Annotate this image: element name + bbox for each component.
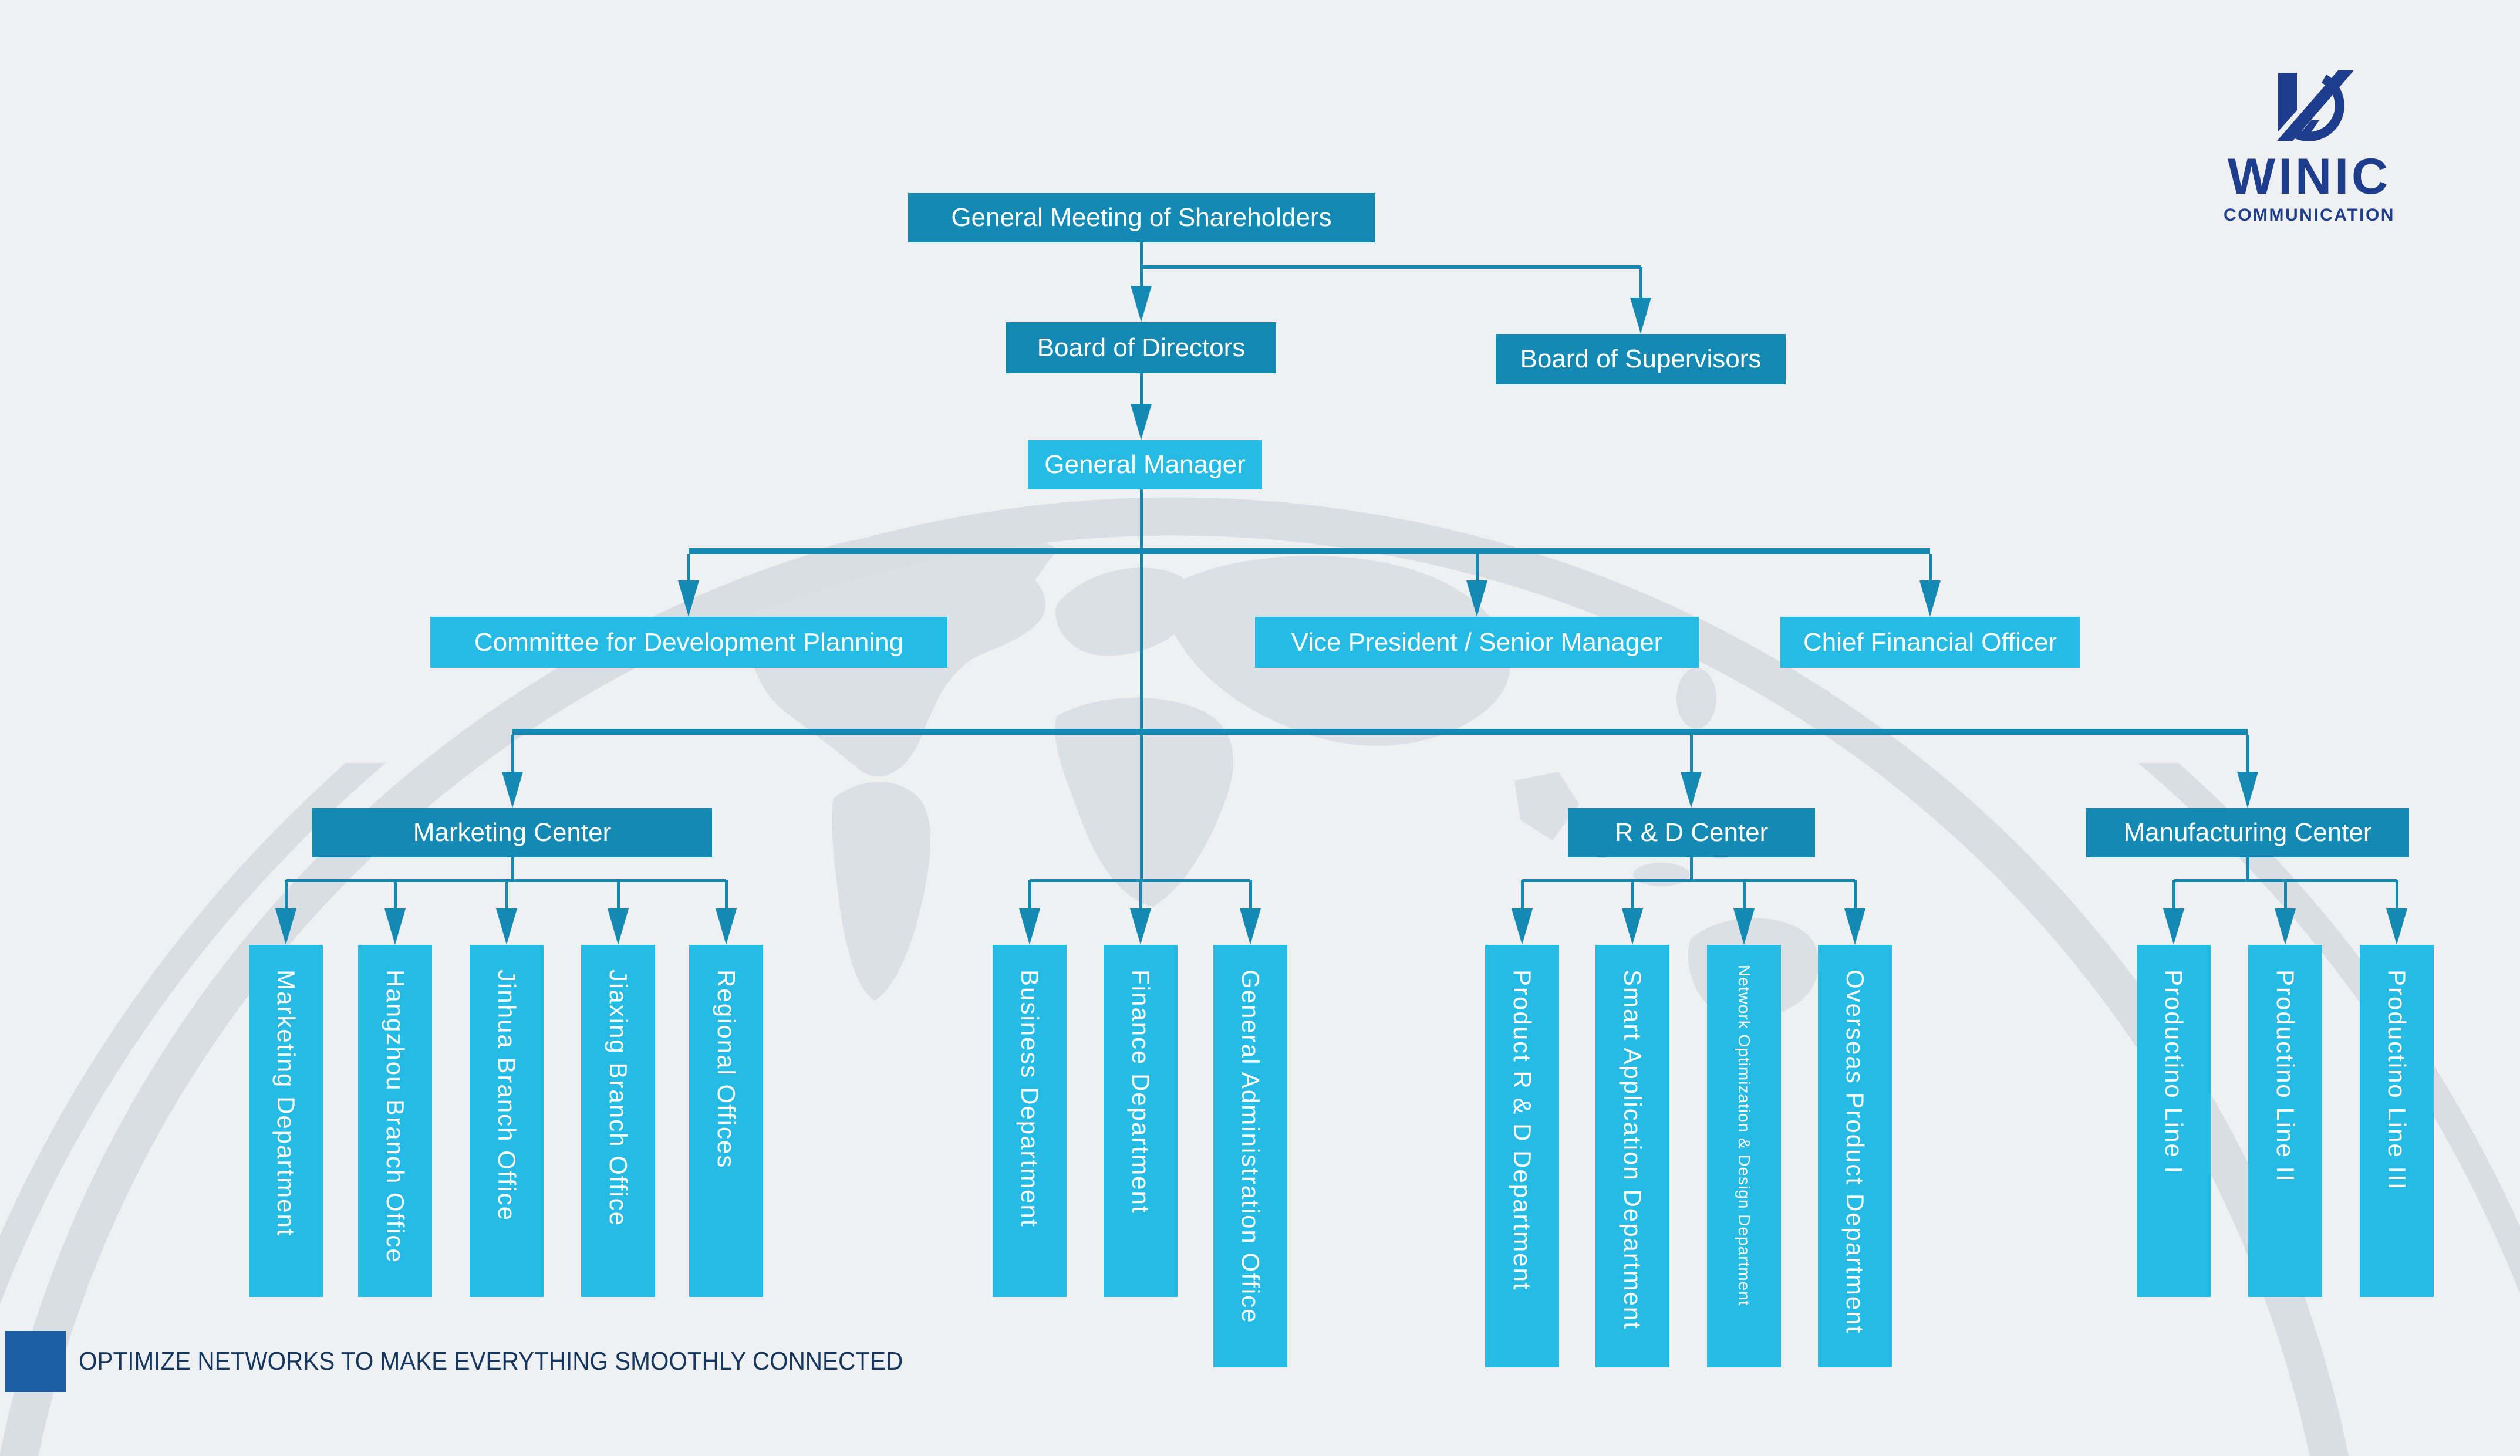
org-node-jinhua-branch-office: Jinhua Branch Office (470, 945, 544, 1297)
connector-arrow (1019, 908, 1040, 945)
connector-arrow (1681, 772, 1702, 808)
org-node-production-line-1: Productino Line I (2137, 945, 2211, 1297)
org-node-board-of-directors: Board of Directors (1006, 322, 1276, 373)
connector-line (511, 735, 514, 773)
connector-arrow (1131, 404, 1152, 440)
connector-line (689, 548, 1930, 554)
org-node-chief-financial-officer: Chief Financial Officer (1780, 617, 2080, 668)
org-node-regional-offices: Regional Offices (689, 945, 763, 1297)
org-node-general-meeting-of-shareholders: General Meeting of Shareholders (908, 193, 1375, 242)
connector-arrow (1466, 580, 1487, 617)
org-node-board-of-supervisors: Board of Supervisors (1496, 334, 1786, 384)
org-node-vice-president-senior-manager: Vice President / Senior Manager (1255, 617, 1699, 668)
connector-arrow (1733, 908, 1755, 945)
winic-logo-icon (2277, 70, 2353, 141)
connector-arrow (678, 580, 699, 617)
connector-line (1743, 880, 1746, 910)
connector-arrow (2237, 772, 2258, 808)
org-node-general-manager: General Manager (1028, 440, 1262, 489)
org-node-marketing-department: Marketing Department (249, 945, 323, 1297)
connector-arrow (608, 908, 629, 945)
org-node-committee-development-planning: Committee for Development Planning (430, 617, 947, 668)
org-node-jiaxing-branch-office: Jiaxing Branch Office (581, 945, 655, 1297)
connector-arrow (1844, 908, 1865, 945)
connector-arrow (496, 908, 517, 945)
connector-line (1854, 880, 1857, 910)
connector-line (1929, 554, 1932, 582)
connector-arrow (1512, 908, 1533, 945)
connector-line (285, 880, 288, 910)
connector-line (1249, 880, 1252, 910)
connector-line (1476, 554, 1479, 582)
connector-line (1028, 880, 1031, 910)
connector-arrow (1130, 908, 1151, 945)
connector-line (1140, 489, 1143, 882)
connector-line (617, 880, 620, 910)
connector-arrow (1622, 908, 1643, 945)
connector-arrow (275, 908, 296, 945)
logo-brand-text: WINIC (2227, 148, 2391, 205)
connector-arrow (2275, 908, 2296, 945)
org-node-smart-application-department: Smart Application Department (1595, 945, 1669, 1367)
connector-line (1521, 880, 1524, 910)
connector-line (1690, 735, 1693, 773)
logo-subtitle-text: COMMUNICATION (2224, 205, 2395, 225)
connector-line (2284, 880, 2287, 910)
connector-line (1140, 373, 1143, 405)
connector-line (687, 554, 690, 582)
org-node-hangzhou-branch-office: Hangzhou Branch Office (358, 945, 432, 1297)
connector-line (2172, 880, 2175, 910)
connector-line (511, 857, 514, 882)
org-node-general-administration-office: General Administration Office (1213, 945, 1287, 1367)
org-node-overseas-product-department: Overseas Product Department (1818, 945, 1892, 1367)
org-node-finance-department: Finance Department (1104, 945, 1178, 1297)
connector-arrow (716, 908, 737, 945)
connector-line (1631, 880, 1634, 910)
connector-arrow (384, 908, 406, 945)
org-node-marketing-center: Marketing Center (312, 808, 712, 857)
connector-arrow (502, 772, 523, 808)
footer-tagline: OPTIMIZE NETWORKS TO MAKE EVERYTHING SMO… (79, 1347, 903, 1376)
connector-line (394, 880, 397, 910)
company-logo: WINIC COMMUNICATION (2224, 66, 2395, 224)
connector-line (1139, 880, 1142, 910)
connector-arrow (1919, 580, 1941, 617)
connector-line (512, 729, 2248, 735)
connector-arrow (1630, 298, 1651, 334)
connector-line (2246, 857, 2249, 882)
connector-line (1140, 242, 1143, 288)
org-node-production-line-3: Productino Line III (2360, 945, 2434, 1297)
org-node-product-rd-department: Product R & D Department (1485, 945, 1559, 1367)
connector-line (725, 880, 728, 910)
connector-line (505, 880, 508, 910)
connector-line (1639, 267, 1642, 299)
connector-line (1522, 879, 1855, 882)
org-node-business-department: Business Department (993, 945, 1067, 1297)
connector-line (1141, 265, 1641, 269)
org-node-manufacturing-center: Manufacturing Center (2086, 808, 2409, 857)
connector-arrow (1131, 286, 1152, 322)
org-node-rd-center: R & D Center (1568, 808, 1815, 857)
connector-arrow (2163, 908, 2184, 945)
org-node-production-line-2: Productino Line II (2248, 945, 2322, 1297)
connector-line (1690, 857, 1693, 882)
footer-accent-square (5, 1331, 66, 1392)
connector-line (2246, 735, 2249, 773)
org-node-network-optimization-design-department: Network Optimization & Design Department (1707, 945, 1781, 1367)
connector-arrow (2386, 908, 2407, 945)
connector-arrow (1240, 908, 1261, 945)
connector-line (2396, 880, 2398, 910)
